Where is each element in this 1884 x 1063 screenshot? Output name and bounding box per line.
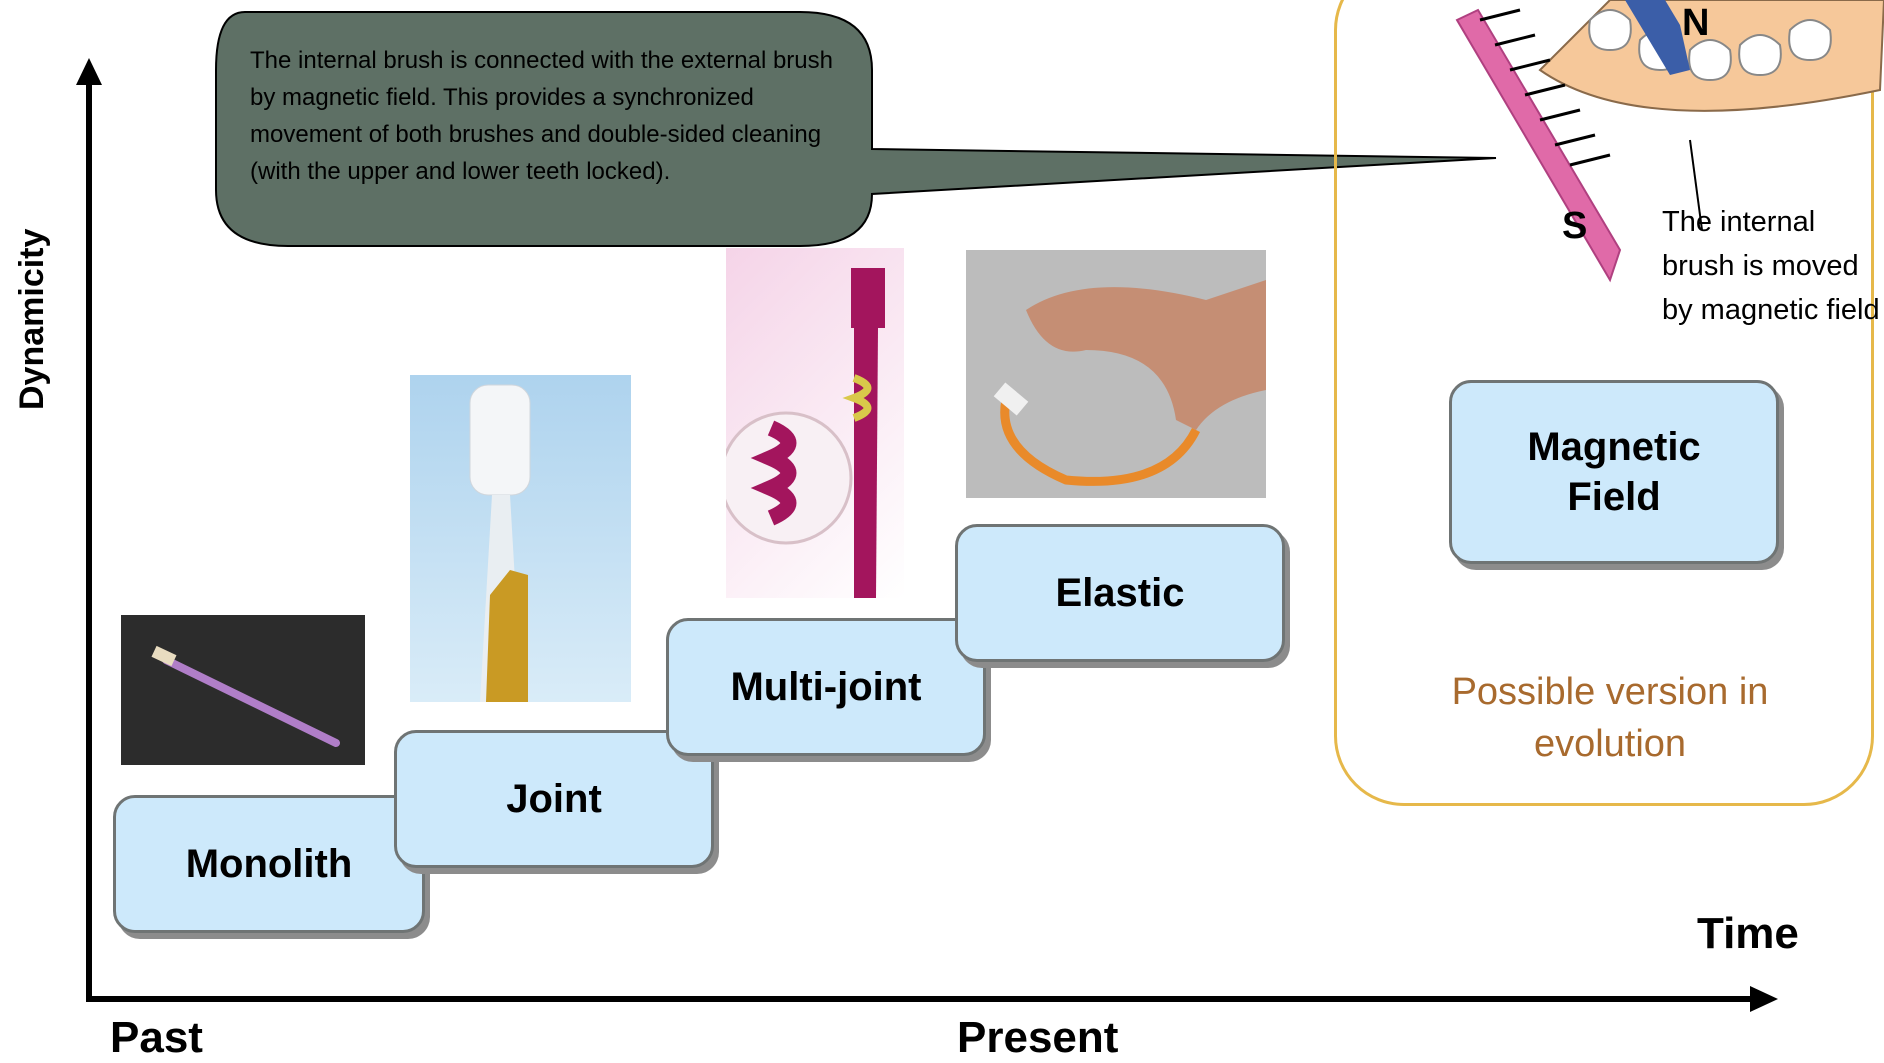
toothbrush-photo — [121, 615, 365, 765]
step-joint: Joint — [394, 730, 714, 868]
x-axis-arrow — [1750, 986, 1778, 1012]
step-magnetic-field: Magnetic Field — [1449, 380, 1779, 564]
step-multi-joint: Multi-joint — [666, 618, 986, 756]
future-frame — [1334, 0, 1874, 806]
y-axis-arrow — [76, 58, 102, 85]
elastic-toothbrush-photo — [966, 250, 1266, 498]
step-elastic: Elastic — [955, 524, 1285, 662]
step-magnetic-label: Magnetic Field — [1527, 425, 1701, 519]
x-middle-label: Present — [957, 1013, 1119, 1062]
x-start-label: Past — [110, 1013, 203, 1062]
pole-north-label: N — [1682, 2, 1710, 44]
multi-joint-toothbrush-photo — [726, 248, 904, 598]
x-axis-label: Time — [1697, 909, 1799, 958]
callout-text: The internal brush is connected with the… — [250, 47, 833, 185]
magnetic-toothbrush-illustration: N S — [1440, 0, 1884, 285]
future-caption: Possible version in evolution — [1451, 671, 1769, 765]
pole-south-label: S — [1562, 205, 1588, 247]
y-axis-label: Dynamicity — [13, 228, 51, 410]
step-monolith: Monolith — [113, 795, 425, 933]
flexible-toothbrush-photo — [410, 375, 631, 702]
magnet-caption: The internal brush is moved by magnetic … — [1662, 206, 1880, 326]
